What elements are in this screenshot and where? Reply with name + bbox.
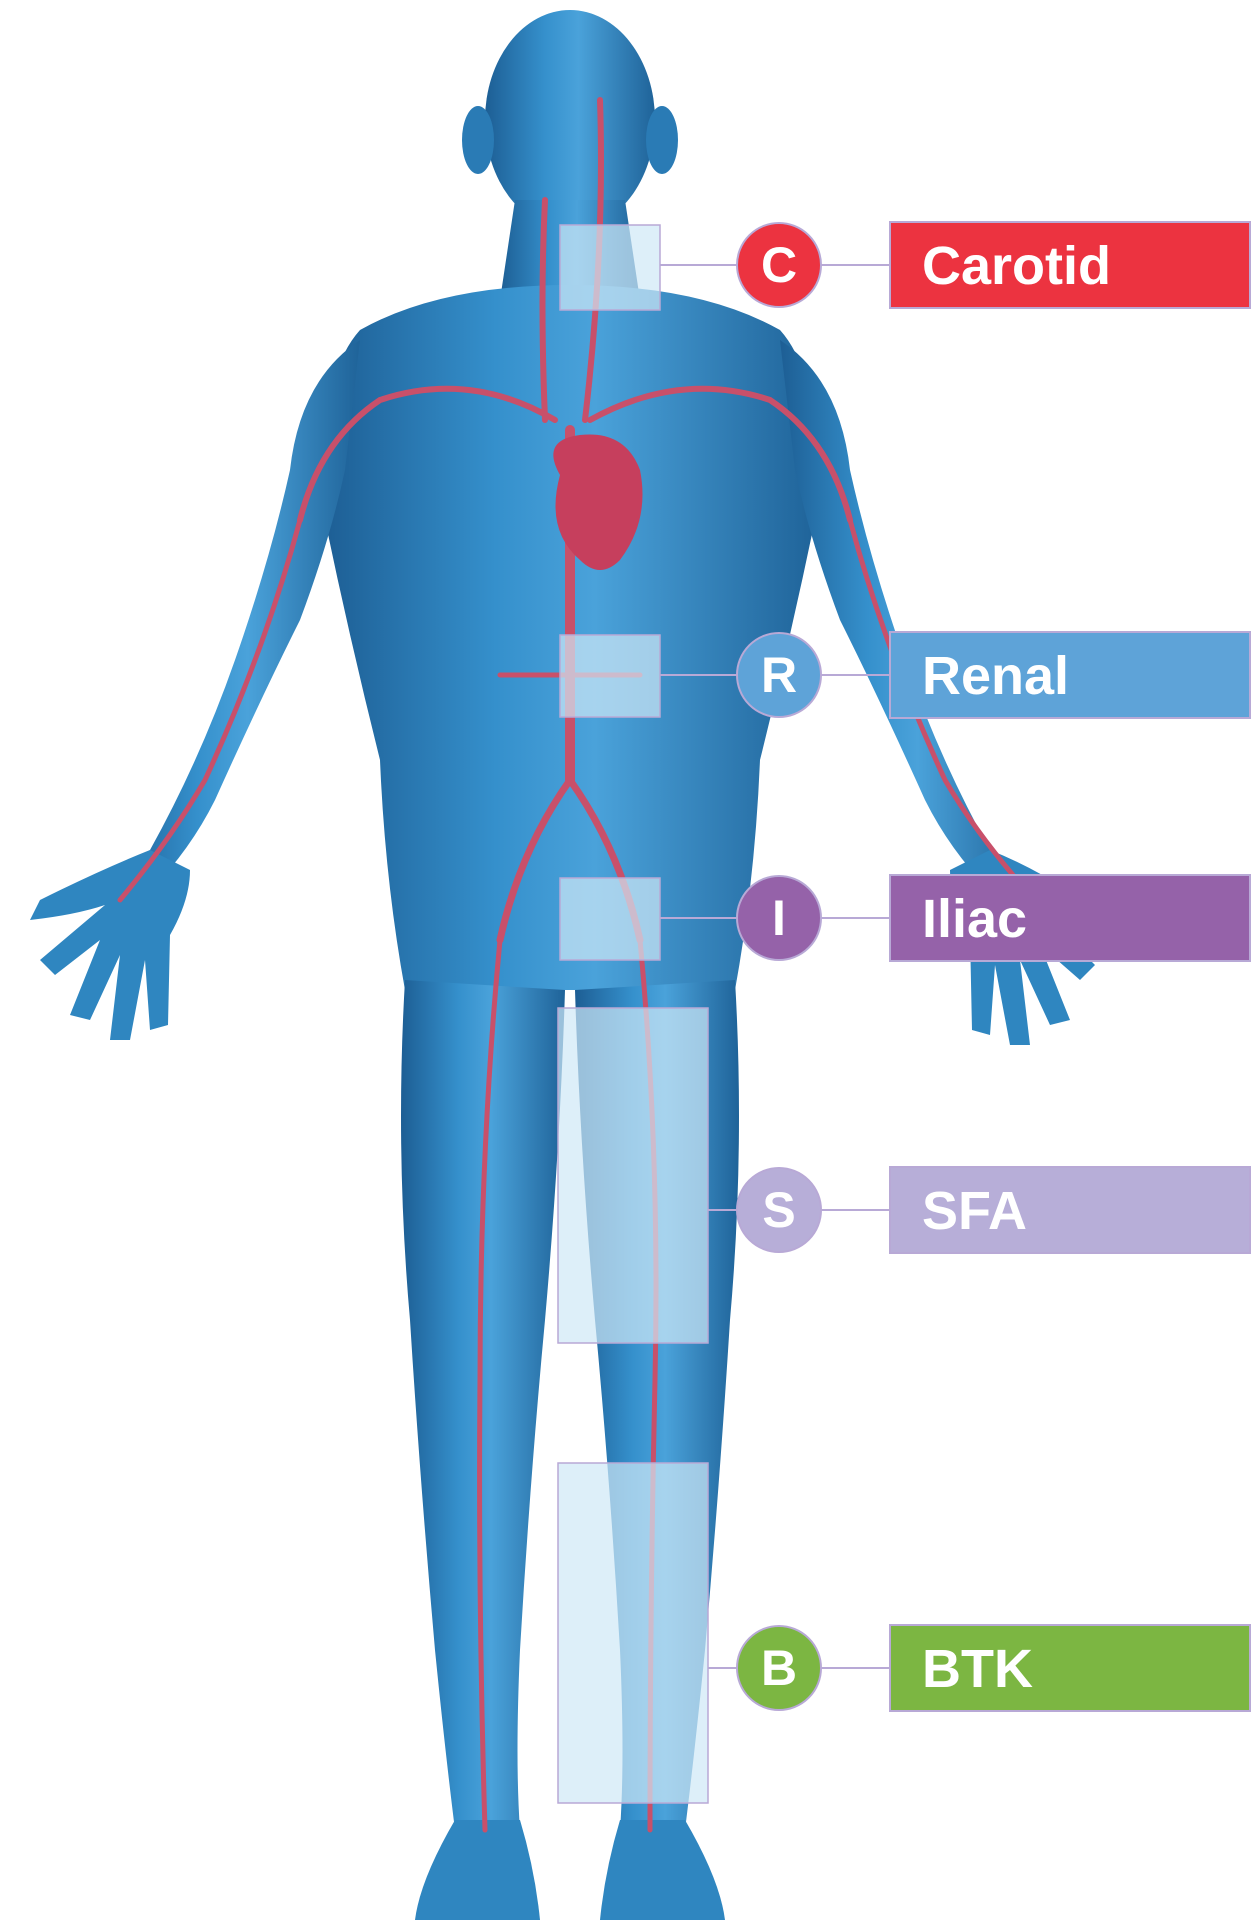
left-foot [415,1820,540,1920]
sfa-label: SFA [922,1181,1027,1241]
right-foot [600,1820,725,1920]
btk-highlight-box [558,1463,708,1803]
renal-highlight-box [560,635,660,717]
sfa-highlight-box [558,1008,708,1343]
carotid-vessel-left [543,200,546,420]
carotid-highlight-box [560,225,660,310]
left-hand [30,850,190,1040]
head [485,10,655,230]
renal-letter: R [761,647,797,703]
btk-letter: B [761,1640,797,1696]
left-arm [110,340,360,905]
sfa-letter: S [762,1182,795,1238]
iliac-highlight-box [560,878,660,960]
iliac-letter: I [772,890,786,946]
right-ear [646,106,678,174]
right-arm [780,340,1030,905]
left-ear [462,106,494,174]
carotid-label: Carotid [922,236,1111,296]
btk-label: BTK [922,1639,1033,1699]
iliac-label: Iliac [922,889,1027,949]
renal-label: Renal [922,646,1069,706]
carotid-letter: C [761,237,797,293]
